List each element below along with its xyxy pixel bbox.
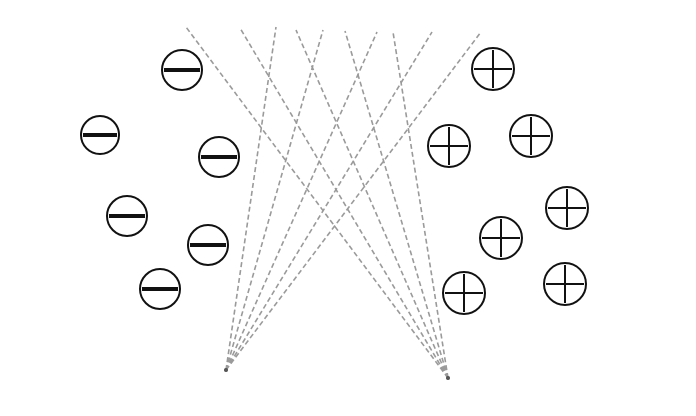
- convergence-point-left: [224, 368, 228, 372]
- positive-charges-group: [427, 47, 589, 315]
- plus-circle-icon: [545, 186, 589, 230]
- dashed-line: [344, 30, 449, 379]
- plus-circle-icon: [509, 114, 553, 158]
- dashed-line: [225, 31, 482, 371]
- dashed-line: [225, 29, 324, 371]
- plus-circle-icon: [427, 124, 471, 168]
- plus-circle-icon: [543, 262, 587, 306]
- dashed-line: [239, 27, 449, 379]
- negative-charges-group: [80, 49, 240, 310]
- dashed-line: [295, 29, 449, 379]
- dashed-line: [225, 26, 277, 371]
- minus-circle-icon: [198, 136, 240, 178]
- minus-circle-icon: [106, 195, 148, 237]
- dashed-lines-left-group: [225, 26, 482, 371]
- dashed-lines-right-group: [185, 26, 449, 379]
- convergence-point-right: [446, 376, 450, 380]
- dashed-line: [225, 31, 378, 371]
- minus-circle-icon: [139, 268, 181, 310]
- plus-circle-icon: [471, 47, 515, 91]
- plus-circle-icon: [479, 216, 523, 260]
- minus-circle-icon: [80, 115, 120, 155]
- plus-circle-icon: [442, 271, 486, 315]
- dashed-line: [392, 31, 449, 379]
- dashed-line: [185, 26, 449, 379]
- minus-circle-icon: [161, 49, 203, 91]
- dashed-line: [225, 31, 433, 371]
- minus-circle-icon: [187, 224, 229, 266]
